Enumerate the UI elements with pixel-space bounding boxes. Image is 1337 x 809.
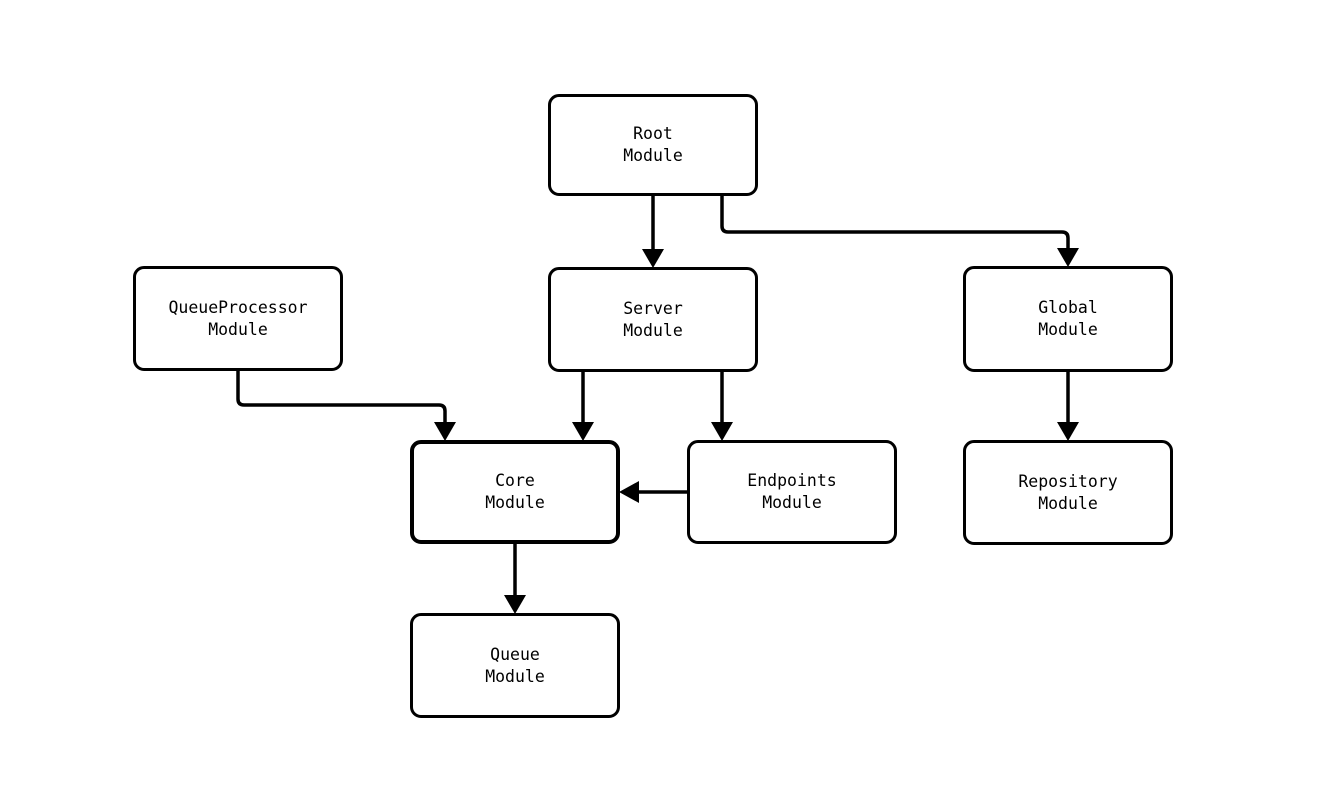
edge-queueprocessor-to-core — [236, 371, 456, 441]
node-queue[interactable]: Queue Module — [410, 613, 620, 718]
edge-server-to-endpoints — [711, 372, 733, 441]
edge-root-to-global — [720, 196, 1079, 267]
edge-server-to-core — [572, 372, 594, 441]
node-global[interactable]: Global Module — [963, 266, 1173, 372]
node-global-label: Global Module — [1038, 298, 1098, 339]
edge-root-to-server — [642, 196, 664, 268]
node-repository[interactable]: Repository Module — [963, 440, 1173, 545]
edge-global-to-repository — [1057, 372, 1079, 441]
node-queueprocessor[interactable]: QueueProcessor Module — [133, 266, 343, 371]
node-server[interactable]: Server Module — [548, 267, 758, 372]
node-queueprocessor-label: QueueProcessor Module — [168, 297, 308, 339]
node-queue-label: Queue Module — [485, 644, 545, 686]
edge-endpoints-to-core — [619, 481, 687, 503]
node-core-label: Core Module — [485, 471, 545, 512]
node-repository-label: Repository Module — [1018, 471, 1118, 513]
node-root-label: Root Module — [623, 124, 683, 165]
node-endpoints[interactable]: Endpoints Module — [687, 440, 897, 544]
node-root[interactable]: Root Module — [548, 94, 758, 196]
node-core[interactable]: Core Module — [410, 440, 620, 544]
node-server-label: Server Module — [623, 298, 683, 340]
node-endpoints-label: Endpoints Module — [747, 471, 837, 512]
edge-core-to-queue — [504, 544, 526, 614]
